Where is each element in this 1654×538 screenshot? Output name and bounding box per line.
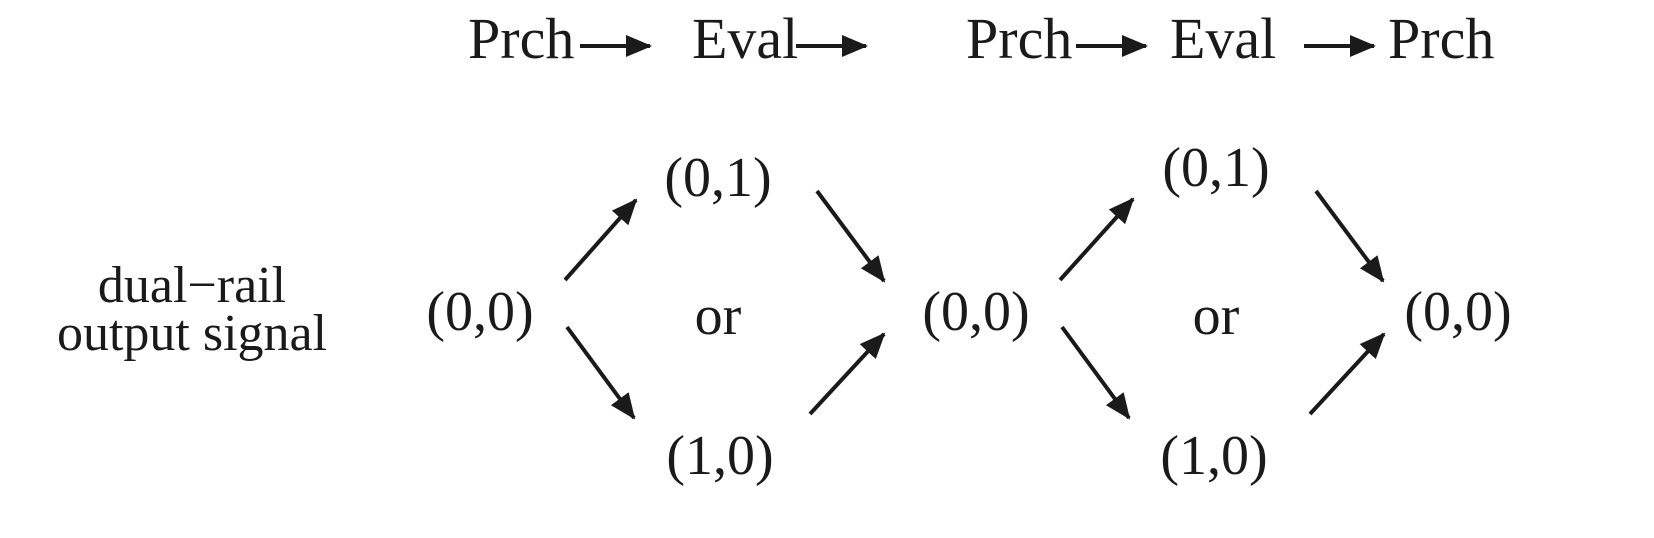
- transition-arrow-idle1-to-bottom1: [565, 325, 636, 420]
- transition-arrow-bottom1-to-idle2: [808, 332, 886, 416]
- phase-label-eval-1: Eval: [692, 6, 798, 71]
- state-idle-3: (0,0): [1404, 281, 1511, 343]
- state-top-1: (0,1): [664, 147, 771, 209]
- state-bottom-2: (1,0): [1160, 425, 1267, 487]
- transition-arrow-bottom2-to-idle3: [1308, 332, 1386, 416]
- phase-label-prch-1: Prch: [468, 6, 574, 71]
- phase-label-eval-2: Eval: [1170, 6, 1276, 71]
- transition-arrow-top2-to-idle3: [1314, 189, 1385, 283]
- state-idle-1: (0,0): [426, 281, 533, 343]
- phase-label-prch-2: Prch: [966, 6, 1072, 71]
- transition-arrow-idle2-to-top2: [1058, 197, 1135, 282]
- transition-arrow-top1-to-idle2: [815, 189, 886, 283]
- state-top-2: (0,1): [1162, 137, 1269, 199]
- signal-label-line2: output signal: [57, 305, 327, 362]
- phase-sequence: Prch Eval Prch Eval Prch: [468, 6, 1494, 71]
- transition-arrow-idle2-to-bottom2: [1060, 325, 1131, 420]
- signal-label: dual−rail output signal: [57, 257, 327, 362]
- state-bottom-1: (1,0): [666, 425, 773, 487]
- phase-label-prch-3: Prch: [1388, 6, 1494, 71]
- state-nodes: (0,0) (0,1) or (1,0) (0,0) (0,1) or (1,0…: [426, 137, 1511, 487]
- signal-label-line1: dual−rail: [98, 257, 286, 314]
- transition-arrow-idle1-to-top1: [563, 198, 638, 282]
- transition-arrows: [563, 189, 1386, 420]
- state-or-2: or: [1193, 285, 1240, 347]
- state-idle-2: (0,0): [922, 281, 1029, 343]
- state-or-1: or: [695, 285, 742, 347]
